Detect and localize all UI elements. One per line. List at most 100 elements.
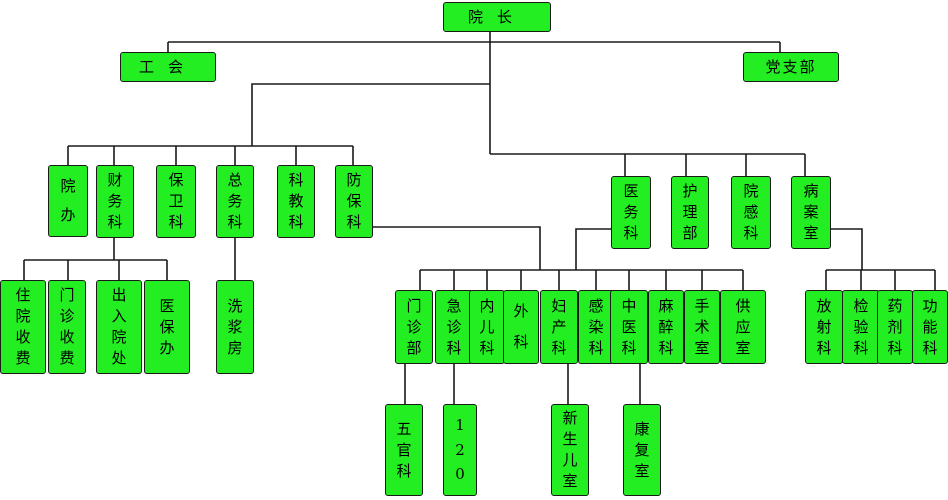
node-yiwu-char-1: 务 [623,203,639,221]
node-zhongyi-char-0: 中 [621,296,637,315]
node-waike-char-1: 科 [513,333,529,351]
node-huli-char-0: 护 [682,182,698,200]
node-kangfu: 康复室 [623,404,661,496]
node-e120-char-2: 0 [455,465,465,483]
node-yiwu-char-0: 医 [623,182,639,200]
node-jianyan: 检验科 [842,290,880,364]
node-caiwu-char-1: 务 [107,192,123,210]
node-union: 工会 [120,52,216,82]
node-zhuyuan-char-1: 院 [15,307,31,325]
node-gongying-char-0: 供 [735,296,751,315]
node-root: 院长 [443,2,551,32]
node-mazui-char-0: 麻 [658,296,674,315]
node-huli: 护理部 [671,176,709,249]
node-menzhen-fee-char-0: 门 [59,286,75,304]
node-menzhen-char-2: 部 [406,338,422,357]
node-yiwu-char-2: 科 [623,224,639,242]
node-wuguan-char-0: 五 [396,419,412,438]
node-caiwu-char-0: 财 [107,171,123,189]
node-mazui-char-1: 醉 [658,317,674,336]
node-jianyan-char-1: 验 [853,317,869,336]
node-yuangan: 院感科 [731,176,771,249]
node-yiwu: 医务科 [611,176,651,249]
node-neier-char-2: 科 [479,338,495,357]
node-fangbao-char-2: 科 [346,213,362,231]
node-jizhen-char-0: 急 [446,296,462,315]
node-kejiao: 科教科 [277,165,315,238]
node-jizhen-char-1: 诊 [446,317,462,336]
node-zhuyuan-char-0: 住 [15,286,31,304]
node-zongwu-char-2: 科 [227,213,243,231]
node-baowei-char-0: 保 [168,171,184,189]
node-churu-char-1: 入 [111,307,127,325]
node-xinsheng-char-2: 儿 [562,451,578,469]
node-yuanban: 院办 [48,165,88,237]
node-gongying-char-2: 室 [735,338,751,357]
node-menzhen-fee: 门诊收费 [48,280,86,374]
node-churu-char-3: 处 [111,349,127,367]
node-fangbao-char-1: 保 [346,192,362,210]
node-xinsheng-char-1: 生 [562,430,578,448]
node-gongneng-char-2: 科 [922,338,938,357]
node-yaoji-char-2: 科 [887,338,903,357]
node-jianyan-char-0: 检 [853,296,869,315]
node-baowei-char-1: 卫 [168,192,184,210]
node-menzhen: 门诊部 [395,290,433,364]
node-zhongyi-char-2: 科 [621,338,637,357]
node-fuchan-char-0: 妇 [551,296,567,315]
node-zongwu-char-1: 务 [227,192,243,210]
node-ganran-char-1: 染 [588,317,604,336]
node-kejiao-char-1: 教 [288,192,304,210]
node-zhuyuan: 住院收费 [0,280,46,374]
node-wuguan-char-1: 官 [396,440,412,459]
node-baowei-char-2: 科 [168,213,184,231]
node-menzhen-fee-char-1: 诊 [59,307,75,325]
node-xinsheng: 新生儿室 [551,404,589,496]
node-caiwu: 财务科 [96,165,134,238]
node-yaoji-char-0: 药 [887,296,903,315]
node-gongying: 供应室 [720,290,766,364]
node-menzhen-char-1: 诊 [406,317,422,336]
node-zongwu-char-0: 总 [227,171,243,189]
node-yibao: 医保办 [144,280,190,374]
node-zhongyi-char-1: 医 [621,317,637,336]
node-party-branch: 党支部 [743,52,839,82]
node-yuanban-char-0: 院 [60,177,76,195]
node-fuchan-char-1: 产 [551,317,567,336]
node-yuangan-char-0: 院 [743,182,759,200]
node-ganran-char-0: 感 [588,296,604,315]
node-gongying-char-1: 应 [735,317,751,336]
node-jizhen-char-2: 科 [446,338,462,357]
node-gongneng-char-1: 能 [922,317,938,336]
node-gongneng-char-0: 功 [922,296,938,315]
node-shoushu-char-1: 术 [694,317,710,336]
node-wuguan-char-2: 科 [396,461,412,480]
node-yibao-char-0: 医 [159,296,175,315]
node-huli-char-1: 理 [682,203,698,221]
node-ganran: 感染科 [578,290,614,364]
node-xijiang-char-0: 洗 [227,296,243,315]
node-shoushu: 手术室 [684,290,720,364]
node-kejiao-char-2: 科 [288,213,304,231]
node-fangshe-char-1: 射 [816,317,832,336]
node-neier: 内儿科 [469,290,505,364]
node-menzhen-char-0: 门 [406,296,422,315]
node-caiwu-char-2: 科 [107,213,123,231]
node-xinsheng-char-3: 室 [562,472,578,490]
node-shoushu-char-0: 手 [694,296,710,315]
node-menzhen-fee-char-3: 费 [59,349,75,367]
node-jizhen: 急诊科 [435,290,473,364]
node-yuangan-char-2: 科 [743,224,759,242]
node-waike-char-0: 外 [513,302,529,320]
node-neier-char-1: 儿 [479,317,495,336]
node-churu-char-0: 出 [111,286,127,304]
node-yaoji-char-1: 剂 [887,317,903,336]
node-fangbao: 防保科 [335,165,373,238]
node-zhongyi: 中医科 [610,290,648,364]
node-kejiao-char-0: 科 [288,171,304,189]
node-ganran-char-2: 科 [588,338,604,357]
node-e120-char-0: 1 [455,416,465,434]
node-yibao-char-2: 办 [159,338,175,357]
